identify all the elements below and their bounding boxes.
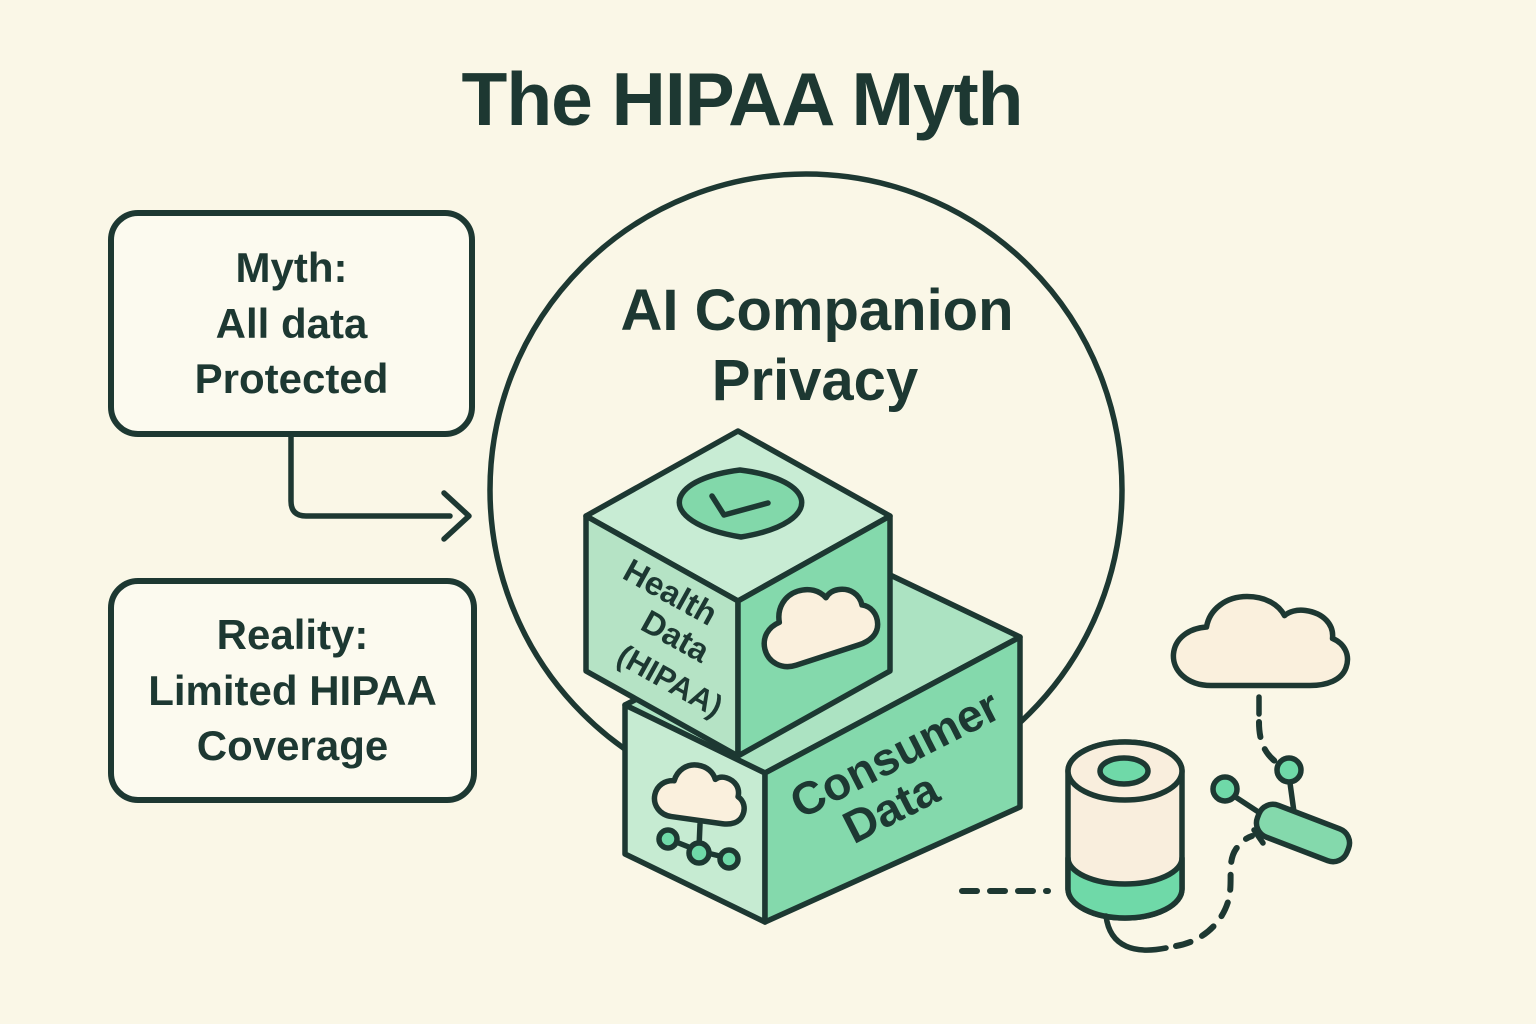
speaker-sensor-dashed-link: [1173, 833, 1255, 949]
sensor-node-left: [1210, 774, 1240, 804]
cloud-outline-icon: [1173, 597, 1347, 765]
reality-line-2: Limited HIPAA: [148, 666, 437, 714]
myth-callout-box: Myth: All data Protected: [108, 210, 475, 437]
myth-arrow-line: [288, 434, 453, 519]
reality-line-3: Coverage: [196, 722, 389, 770]
myth-line-3: Protected: [194, 355, 389, 403]
reality-callout-box: Reality: Limited HIPAA Coverage: [108, 578, 477, 803]
circle-label-line1: AI Companion: [620, 278, 1013, 343]
consumer-box-right-face: [762, 634, 1023, 925]
reality-line-1: Reality:: [216, 610, 369, 658]
health-data-cube: Health Data (HIPAA): [583, 428, 893, 759]
cloud-sensor-dashed-link: [1256, 719, 1279, 765]
speaker-top-port: [1097, 755, 1151, 787]
page-title: The HIPAA Myth: [461, 57, 1024, 141]
myth-arrow-head: [441, 490, 472, 542]
sensor-body: [1253, 801, 1353, 865]
iot-sensor-icon: [1210, 755, 1353, 865]
speaker-cord: [1103, 913, 1169, 953]
sensor-node-top: [1274, 755, 1304, 785]
speaker-base-band: [1065, 855, 1185, 921]
consumer-data-box: Consumer Data: [622, 634, 1023, 925]
shield-check-icon: [676, 467, 805, 540]
myth-line-2: All data: [215, 299, 368, 347]
circle-label-line2: Privacy: [712, 348, 918, 413]
smart-speaker-icon: [1065, 739, 1185, 953]
cloud-network-icon: [652, 760, 749, 871]
myth-line-1: Myth:: [235, 243, 348, 291]
